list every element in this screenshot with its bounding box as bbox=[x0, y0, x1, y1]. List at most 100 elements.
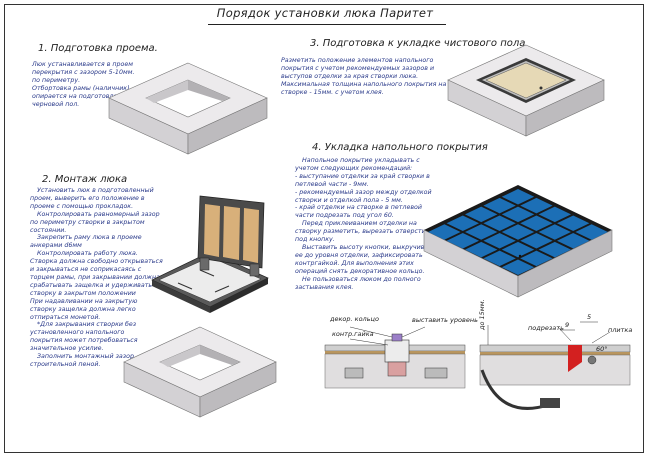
text-line: Закрепить раму люка в проеме bbox=[37, 234, 142, 242]
floor-tile bbox=[501, 206, 535, 223]
floor-tile bbox=[446, 233, 479, 249]
text-line: покрытия может потребоваться bbox=[30, 337, 138, 345]
floor-tile bbox=[465, 224, 498, 240]
floor-tile bbox=[501, 241, 535, 258]
text-line: петлевой части - 9мм. bbox=[295, 180, 369, 188]
label-dim-5: 5 bbox=[587, 313, 592, 321]
text-line: опирается на подготовленный bbox=[32, 92, 135, 100]
text-line: покрытия с учетом рекомендуемых зазоров … bbox=[281, 64, 435, 72]
text-line: Заполнить монтажный зазор bbox=[37, 353, 134, 361]
drawing-frame bbox=[4, 4, 644, 453]
page-title: Порядок установки люка Паритет bbox=[216, 6, 434, 20]
text-line: *Для закрывания створки без bbox=[37, 321, 137, 329]
title-underline bbox=[208, 24, 446, 25]
text-line: Перед приклеиванием отделки на bbox=[302, 220, 417, 228]
floor-tile bbox=[520, 215, 553, 231]
text-line: Не пользоваться люком до полного bbox=[302, 275, 421, 283]
label-trim: подрезать bbox=[528, 324, 564, 332]
text-line: анкерами d6мм bbox=[30, 242, 82, 250]
text-line: проем, выверить его положение в bbox=[30, 194, 145, 202]
text-line: Установить люк в подготовленный bbox=[37, 187, 154, 194]
text-line: торцем рамы, при закрывании должна bbox=[30, 273, 160, 281]
floor-tile bbox=[538, 224, 571, 240]
step-1-heading: 1. Подготовка проема. bbox=[38, 43, 158, 54]
label-tile: плитка bbox=[608, 326, 633, 334]
floor-tile bbox=[446, 215, 479, 231]
label-locknut: контр.гайка bbox=[332, 330, 374, 338]
step-3-text: Разметить положение элементов напольного… bbox=[281, 57, 481, 97]
text-line: Напольное покрытие укладывать с bbox=[302, 157, 420, 164]
text-line: учетом следующих рекомендаций: bbox=[295, 164, 413, 172]
text-line: части подрезать под угол 60. bbox=[295, 212, 394, 220]
label-decor-ring: декор. кольцо bbox=[330, 315, 379, 323]
text-line: и закрываться не соприкасаясь с bbox=[30, 266, 142, 274]
text-line: черновой пол. bbox=[32, 100, 80, 108]
text-line: по периметру створки в закрытом bbox=[30, 218, 145, 226]
text-line: ее до уровня отделки, зафиксировать bbox=[295, 251, 423, 259]
text-line: отпираться монетой. bbox=[30, 313, 101, 321]
floor-tile bbox=[483, 197, 516, 214]
floor-tile bbox=[501, 189, 535, 205]
floor-tile bbox=[483, 215, 516, 231]
text-line: контргайкой. Для выполнения этих bbox=[295, 259, 414, 267]
text-line: При надавливании на закрытую bbox=[30, 297, 138, 305]
floor-tile bbox=[557, 233, 590, 249]
floor-tile bbox=[538, 206, 571, 223]
floor-tile bbox=[575, 224, 608, 240]
text-line: установленного напольного bbox=[30, 329, 125, 337]
label-dim-15: до 15мм. bbox=[478, 299, 486, 330]
text-line: выступов отделки за края створки люка. bbox=[281, 72, 419, 80]
floor-tile bbox=[520, 233, 553, 249]
label-set-level: выставить уровень bbox=[412, 316, 478, 324]
floor-tile bbox=[465, 206, 498, 223]
text-line: Отбортовка рамы (наличник) bbox=[32, 84, 130, 92]
step-4-heading: 4. Укладка напольного покрытия bbox=[312, 142, 488, 153]
text-line: Створка должна свободно открываться bbox=[30, 258, 163, 266]
text-line: створку в закрытом положении bbox=[30, 289, 136, 297]
text-line: Контролировать работу люка. bbox=[37, 250, 138, 258]
text-line: значительное усилие. bbox=[30, 345, 104, 353]
floor-tile bbox=[501, 259, 535, 275]
floor-tile bbox=[557, 215, 590, 231]
text-line: Контролировать равномерный зазор bbox=[37, 210, 160, 218]
text-line: - рекомендуемый зазор между отделкой bbox=[295, 188, 432, 196]
text-line: створку разметить, вырезать отверстие bbox=[295, 228, 430, 236]
text-line: Выставить высоту кнопки, выкручивая bbox=[302, 243, 433, 251]
floor-tile bbox=[483, 250, 516, 267]
text-line: створке - 15мм. с учетом клея. bbox=[281, 88, 384, 96]
floor-tile bbox=[428, 224, 461, 240]
label-dim-9: 9 bbox=[565, 321, 570, 329]
floor-tiles bbox=[428, 189, 608, 275]
text-line: перекрытия с зазором 5-10мм. bbox=[32, 68, 135, 76]
floor-tile bbox=[520, 197, 553, 214]
step-2-heading: 2. Монтаж люка bbox=[42, 174, 128, 185]
text-line: строительной пеной. bbox=[30, 360, 101, 368]
text-line: створки и отделкой пола - 5 мм. bbox=[295, 196, 403, 204]
text-line: Разметить положение элементов напольного bbox=[281, 57, 434, 64]
text-line: операций снять декоративное кольцо. bbox=[295, 267, 425, 275]
label-angle: 60° bbox=[596, 345, 608, 353]
text-line: срабатывать защелка и удерживать bbox=[30, 281, 153, 289]
text-line: под кнопку. bbox=[295, 236, 335, 244]
step-3-heading: 3. Подготовка к укладке чистового пола bbox=[310, 38, 526, 49]
text-line: состоянии. bbox=[30, 226, 67, 234]
floor-tile bbox=[520, 250, 553, 267]
text-line: Максимальная толщина напольного покрытия… bbox=[281, 80, 447, 88]
text-line: застывания клея. bbox=[295, 283, 354, 291]
floor-tile bbox=[501, 224, 535, 240]
floor-tile bbox=[483, 233, 516, 249]
floor-tile bbox=[465, 241, 498, 258]
text-line: проеме с помощью прокладок. bbox=[30, 202, 134, 210]
text-line: по периметру. bbox=[32, 76, 81, 84]
text-line: - выступание отделки за край створки в bbox=[295, 172, 430, 180]
text-line: Люк устанавливается в проем bbox=[32, 61, 134, 68]
